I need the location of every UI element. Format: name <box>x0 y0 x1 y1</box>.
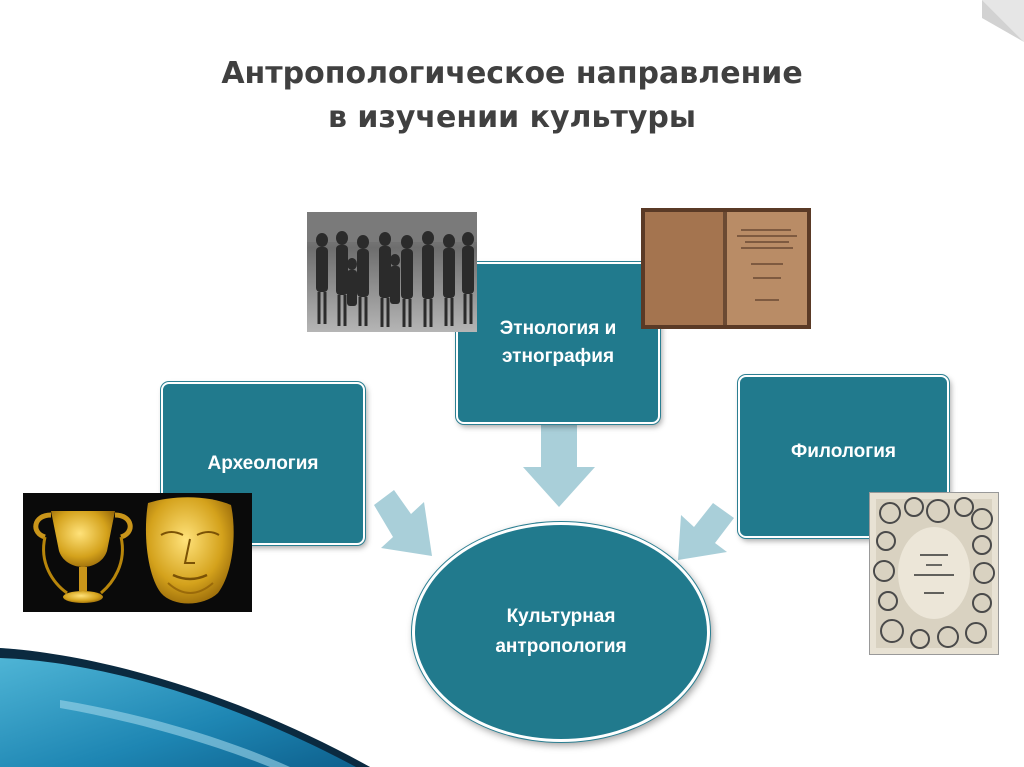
archaeology-label: Археология <box>207 452 319 474</box>
title-line-1: Антропологическое направление <box>221 56 803 91</box>
arrow-right <box>374 490 432 556</box>
philology-label: Филология <box>791 440 896 462</box>
slide-title: Антропологическое направление в изучении… <box>0 52 1024 140</box>
ethnology-box: Этнология и этнография <box>456 262 660 424</box>
gold-artifacts-photo <box>23 493 252 612</box>
corner-decoration <box>982 0 1024 42</box>
ethnology-label-line-2: этнография <box>501 346 615 367</box>
center-label-line-2: антропология <box>495 636 627 657</box>
arrow-left <box>678 503 734 560</box>
center-label-line-1: Культурная <box>506 606 616 627</box>
ethnology-label-line-1: Этнология и <box>499 318 617 339</box>
title-line-2: в изучении культуры <box>328 100 696 135</box>
cultural-anthropology-circle: Культурная антропология <box>412 522 710 742</box>
tribe-photo <box>307 212 477 332</box>
fairytale-cover-photo <box>869 492 999 655</box>
old-book-photo <box>641 208 811 329</box>
archaeology-box: Археология <box>161 382 365 545</box>
arrow-down <box>523 425 595 507</box>
